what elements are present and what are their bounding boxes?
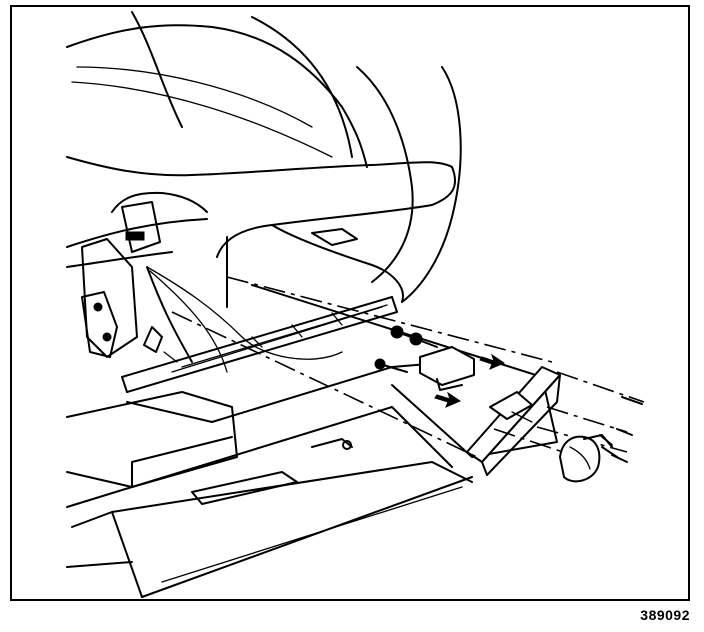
floor-structure — [66, 391, 473, 598]
seat-frame-bracket — [81, 201, 193, 363]
adjuster-cover — [559, 434, 613, 483]
seat-adjuster-diagram — [66, 11, 645, 598]
seat-track-rails — [121, 296, 453, 423]
fasteners — [374, 325, 618, 458]
alignment-lines — [171, 276, 645, 463]
figure-number: 389092 — [640, 607, 690, 623]
seat-cushion — [66, 156, 457, 308]
wire-harness — [146, 266, 343, 373]
assembly-arrows — [434, 353, 506, 408]
power-seat-module — [251, 284, 561, 476]
illustration-frame — [10, 5, 690, 601]
seat-back — [66, 11, 462, 303]
